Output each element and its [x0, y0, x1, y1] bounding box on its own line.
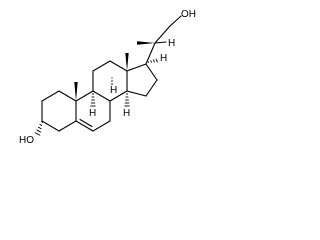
stereo-h-label-c20: H: [168, 38, 175, 49]
stereo-h-label-c17: H: [160, 53, 167, 64]
hashed-bond-h17: [147, 58, 159, 63]
methyl-wedge-c20: [137, 41, 155, 45]
hashed-bond-h14: [124, 93, 130, 107]
ring-c: [92, 60, 128, 102]
stereo-h-label-c8: H: [110, 85, 117, 96]
hydroxyl-label-c21: OH: [181, 9, 196, 20]
methyl-wedge-c13: [125, 53, 129, 71]
hashed-bond-c3-oh: [34, 121, 43, 136]
stereo-h-label-c14: H: [123, 108, 130, 119]
hashed-bond-h9: [90, 93, 96, 107]
side-chain: [137, 15, 182, 65]
double-bond-c5-c6: [79, 118, 93, 128]
stereo-h-label-c9: H: [89, 108, 96, 119]
molecule-structure-drawing: HO OH H H H H H: [19, 9, 196, 146]
ring-a: [41, 90, 77, 132]
bond-h20: [154, 41, 167, 44]
ring-b: [75, 90, 111, 132]
hydroxyl-label-c3: HO: [19, 135, 34, 146]
hashed-bond-h8c: [110, 77, 114, 85]
methyl-wedge-c10: [74, 82, 78, 101]
ring-d: [126, 63, 158, 97]
